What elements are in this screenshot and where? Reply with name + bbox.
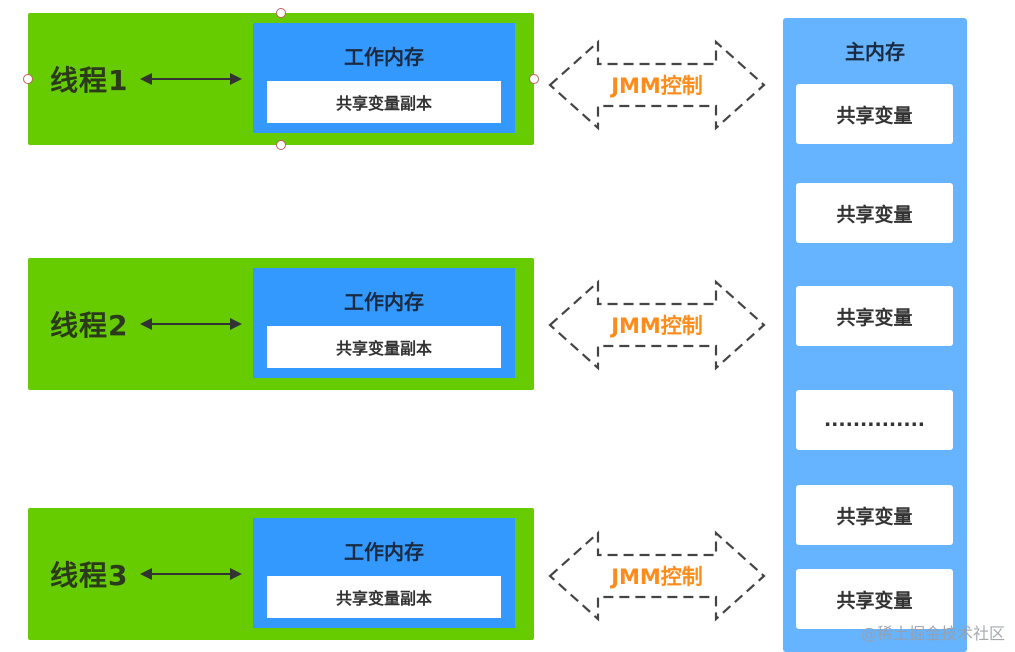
thread-1-work-memory: 工作内存 共享变量副本 (253, 23, 515, 133)
main-memory-shared-variable: 共享变量 (796, 485, 953, 545)
selection-handle-top[interactable] (276, 8, 286, 18)
jmm-control-label-3: JMM控制 (611, 565, 703, 589)
thread-2-work-memory: 工作内存 共享变量副本 (253, 268, 515, 378)
main-memory-shared-variable: 共享变量 (796, 569, 953, 629)
thread-1-shared-variable-copy: 共享变量副本 (267, 81, 501, 123)
thread-3-work-memory-title: 工作内存 (344, 540, 424, 564)
thread-1-box[interactable]: 线程1 工作内存 共享变量副本 (23, 8, 539, 150)
main-memory: 主内存 共享变量 共享变量 共享变量 .............. 共享变量 共… (783, 18, 967, 652)
thread-3-double-arrow (140, 568, 242, 580)
watermark: @稀土掘金技术社区 (860, 624, 1005, 643)
main-memory-shared-variable: 共享变量 (796, 84, 953, 144)
main-memory-shared-variable: 共享变量 (796, 286, 953, 346)
jmm-dashed-arrow-2-icon (548, 279, 766, 371)
jmm-control-label-1: JMM控制 (611, 74, 703, 98)
jmm-control-arrow-2: JMM控制 (548, 278, 766, 372)
thread-2-label: 线程2 (50, 309, 129, 342)
thread-3-box[interactable]: 线程3 工作内存 共享变量副本 (28, 508, 534, 640)
selection-handle-right[interactable] (529, 74, 539, 84)
selection-handle-bottom[interactable] (276, 140, 286, 150)
main-memory-ellipsis: .............. (796, 390, 953, 450)
thread-1-double-arrow (140, 73, 242, 85)
main-memory-shared-variable: 共享变量 (796, 183, 953, 243)
thread-1-work-memory-title: 工作内存 (344, 45, 424, 69)
selection-handle-left[interactable] (23, 74, 33, 84)
thread-2-box[interactable]: 线程2 工作内存 共享变量副本 (28, 258, 534, 390)
jmm-dashed-arrow-3-icon (548, 530, 766, 622)
thread-3-label: 线程3 (50, 559, 129, 592)
jmm-control-arrow-1: JMM控制 (548, 38, 766, 132)
thread-1-label: 线程1 (50, 64, 129, 97)
thread-2-shared-variable-copy: 共享变量副本 (267, 326, 501, 368)
thread-2-work-memory-title: 工作内存 (344, 290, 424, 314)
jmm-dashed-arrow-1-icon (548, 39, 766, 131)
jmm-control-label-2: JMM控制 (611, 314, 703, 338)
jmm-control-arrow-3: JMM控制 (548, 529, 766, 623)
thread-3-shared-variable-copy: 共享变量副本 (267, 576, 501, 618)
thread-2-double-arrow (140, 318, 242, 330)
main-memory-title: 主内存 (845, 40, 905, 64)
thread-3-work-memory: 工作内存 共享变量副本 (253, 518, 515, 628)
